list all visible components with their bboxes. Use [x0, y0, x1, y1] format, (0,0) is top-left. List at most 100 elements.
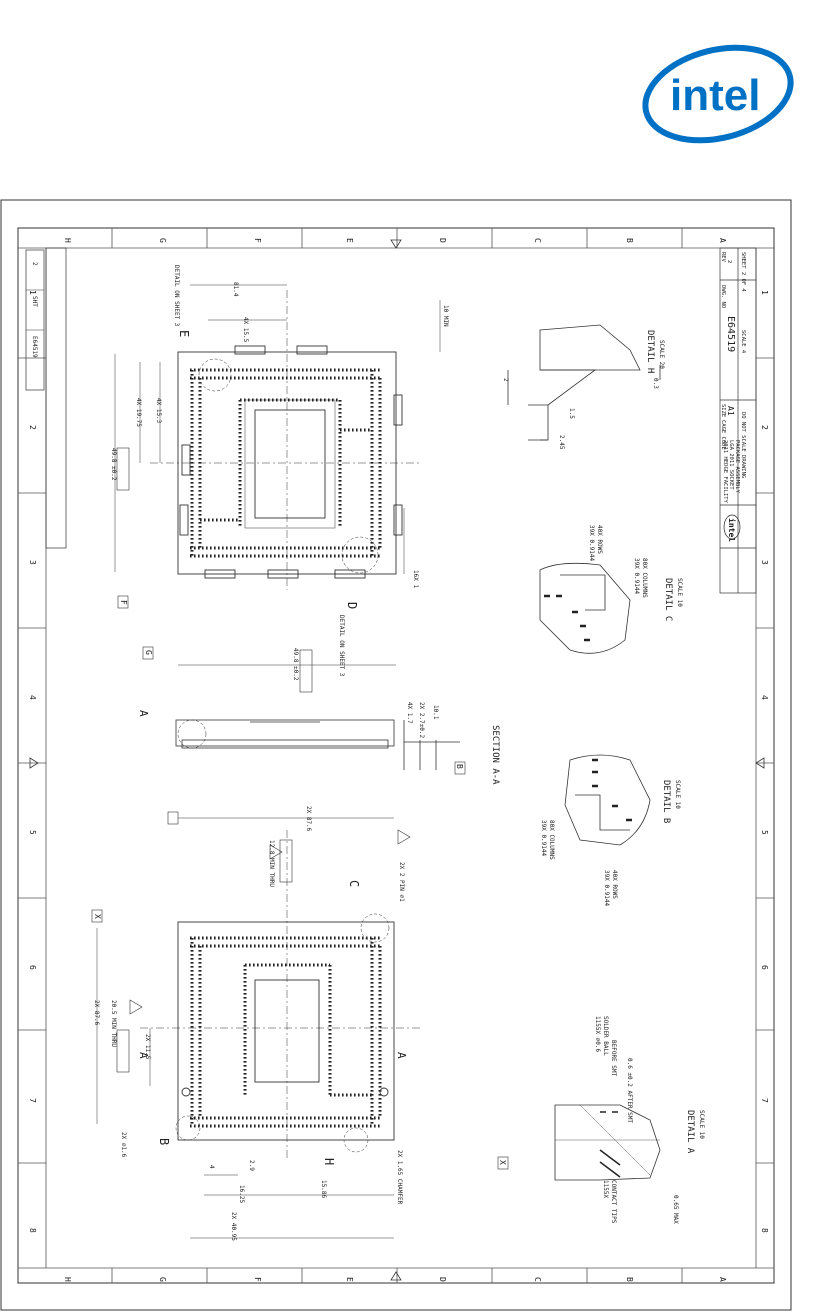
col-letter-e-top: E: [345, 238, 354, 243]
callout-detail-d: DETAIL ON SHEET 3: [338, 615, 345, 677]
dim-a-contact-tips: CONTACT TIPS: [610, 1180, 617, 1224]
intel-logo: intel: [642, 44, 794, 144]
callout-letter-h: H: [322, 1158, 336, 1165]
col-letter-e-bottom: E: [345, 1277, 354, 1282]
dim-4x-19-75: 4X 19.75: [135, 398, 142, 427]
title-size-label: SIZE: [720, 404, 726, 417]
detail-a-view: [554, 1104, 661, 1181]
side-block-sheet-label: SHT: [31, 296, 38, 307]
title-size: A1: [726, 406, 735, 416]
dim-a-solder-ball: SOLDER BALL: [602, 1016, 609, 1056]
dim-a-1155x-dia: 1155X ⌀0.6: [594, 1016, 601, 1053]
dim-16x-1: 16X 1: [412, 570, 419, 588]
col-letter-d-bottom: D: [438, 1277, 447, 1282]
row-number-8-left: 8: [28, 1228, 37, 1233]
datum-g: G: [144, 650, 153, 655]
dim-a-0-65-max: 0.65 MAX: [672, 1195, 679, 1224]
dim-10-min: 10 MIN: [442, 305, 449, 327]
dim-2x-40-95: 2X 40.95: [230, 1212, 237, 1241]
detail-a-scale: SCALE 10: [698, 1110, 705, 1139]
dim-2x-1-65-chamfer: 2X 1.65 CHAMFER: [396, 1150, 403, 1205]
row-number-2-right: 2: [760, 425, 769, 430]
dim-4x-15-3: 4X 15.3: [155, 398, 162, 424]
row-number-7-left: 7: [28, 1098, 37, 1103]
col-letter-c-bottom: C: [533, 1277, 542, 1282]
detail-b-view: [564, 754, 651, 846]
dim-2x-87-6-right: 2X 87.6: [305, 806, 312, 832]
row-number-1-left: 1: [28, 290, 37, 295]
bottom-view: [140, 830, 420, 1160]
dim-15-86: 15.86: [320, 1180, 327, 1198]
title-rev: 2: [726, 260, 732, 263]
detail-b-label: DETAIL B: [661, 780, 671, 823]
row-number-2-left: 2: [28, 425, 37, 430]
detail-h-label: DETAIL H: [645, 330, 655, 373]
intel-logo-text: intel: [670, 71, 760, 120]
dim-49-8-bottom: 49.8 ±0.2: [292, 648, 299, 681]
col-letter-d-top: D: [438, 238, 447, 243]
callout-detail-e: DETAIL ON SHEET 3: [173, 265, 180, 327]
col-letter-g-bottom: G: [158, 1277, 167, 1282]
title-company: intel: [727, 518, 737, 542]
dim-2x-2-7: 2X 2.7±0.2: [418, 702, 425, 739]
col-letter-b-top: B: [625, 238, 634, 243]
side-block-rev: 2: [31, 262, 38, 266]
col-letter-f-bottom: F: [253, 1277, 262, 1282]
col-letter-g-top: G: [158, 238, 167, 243]
detail-a-label: DETAIL A: [685, 1110, 695, 1154]
title-sheet: SHEET 2 OF 4: [740, 252, 746, 292]
dim-a-after-smt: 0.6 ±0.2 AFTER SMT: [626, 1058, 633, 1123]
col-letter-a-bottom: A: [718, 1277, 727, 1282]
col-letter-f-top: F: [253, 238, 262, 243]
dim-c-39x-rows: 39X 0.9144: [588, 525, 595, 562]
dim-c-80x-cols: 80X COLUMNS: [641, 558, 648, 598]
title-cage-label: CAGE CODE: [720, 420, 726, 450]
dim-2x-11-5: 2X 11.5: [144, 1034, 151, 1060]
col-letter-a-top: A: [718, 238, 727, 243]
detail-b-scale: SCALE 10: [674, 780, 681, 809]
row-number-4-left: 4: [28, 695, 37, 700]
dim-c-39x-cols: 39X 0.9144: [633, 558, 640, 595]
dim-81-4: 81.4: [232, 282, 239, 297]
detail-h-view: [507, 324, 661, 441]
datum-x-top: X: [93, 914, 102, 919]
dim-b-39x-cols: 39X 0.9144: [540, 820, 547, 857]
title-dwg-no-label: DWG. NO: [720, 285, 726, 308]
dim-2-9: 2.9: [248, 1160, 255, 1171]
section-arrow-a-left: A: [137, 1052, 150, 1059]
dim-h-0-3: 0.3: [652, 378, 659, 389]
detail-h-scale: SCALE 20: [658, 340, 665, 369]
detail-c-label: DETAIL C: [663, 578, 673, 621]
callout-letter-e: E: [177, 330, 191, 337]
section-a-a-label: SECTION A-A: [490, 725, 500, 785]
dim-16-25: 16.25: [238, 1185, 245, 1203]
dim-a-1155x: 1155X: [602, 1180, 609, 1198]
row-number-3-right: 3: [760, 560, 769, 565]
detail-c-scale: SCALE 10: [676, 578, 683, 607]
dim-h-2: 2: [502, 378, 509, 382]
callout-letter-a-section: A: [137, 710, 150, 717]
dim-b-39x-rows: 39X 0.9144: [603, 870, 610, 907]
dim-12-8-min-thru: 12.8 MIN THRU: [268, 840, 275, 887]
detail-c-view: [539, 562, 631, 654]
dim-4x-1-7: 4X 1.7: [406, 702, 413, 724]
side-revision-block: 2 SHT E64519: [25, 247, 67, 549]
title-rev-label: REV: [720, 252, 726, 263]
dim-a-before-smt: BEFORE SMT: [610, 1040, 617, 1077]
datum-f: F: [119, 600, 128, 605]
dim-b-80x-cols: 80X COLUMNS: [548, 820, 555, 860]
datum-x-bottom: X: [498, 1160, 507, 1165]
title-line-1: 2011 HEDGE FACILITY: [722, 440, 728, 504]
col-letter-b-bottom: B: [625, 1277, 634, 1282]
title-block: [719, 247, 757, 594]
side-block-dwg: E64519: [31, 336, 38, 358]
col-letter-h-top: H: [63, 238, 72, 243]
row-number-3-left: 3: [28, 560, 37, 565]
dim-4: 4: [208, 1165, 215, 1169]
dim-2x-dia-1-6: 2X ⌀1.6: [120, 1132, 127, 1158]
dim-4x-15-5: 4X 15.5: [242, 317, 249, 343]
title-line-3: PACKAGE ASSEMBLY: [734, 440, 740, 494]
dim-h-1-5: 1.5: [568, 408, 575, 419]
section-a-a-view: [175, 719, 460, 770]
